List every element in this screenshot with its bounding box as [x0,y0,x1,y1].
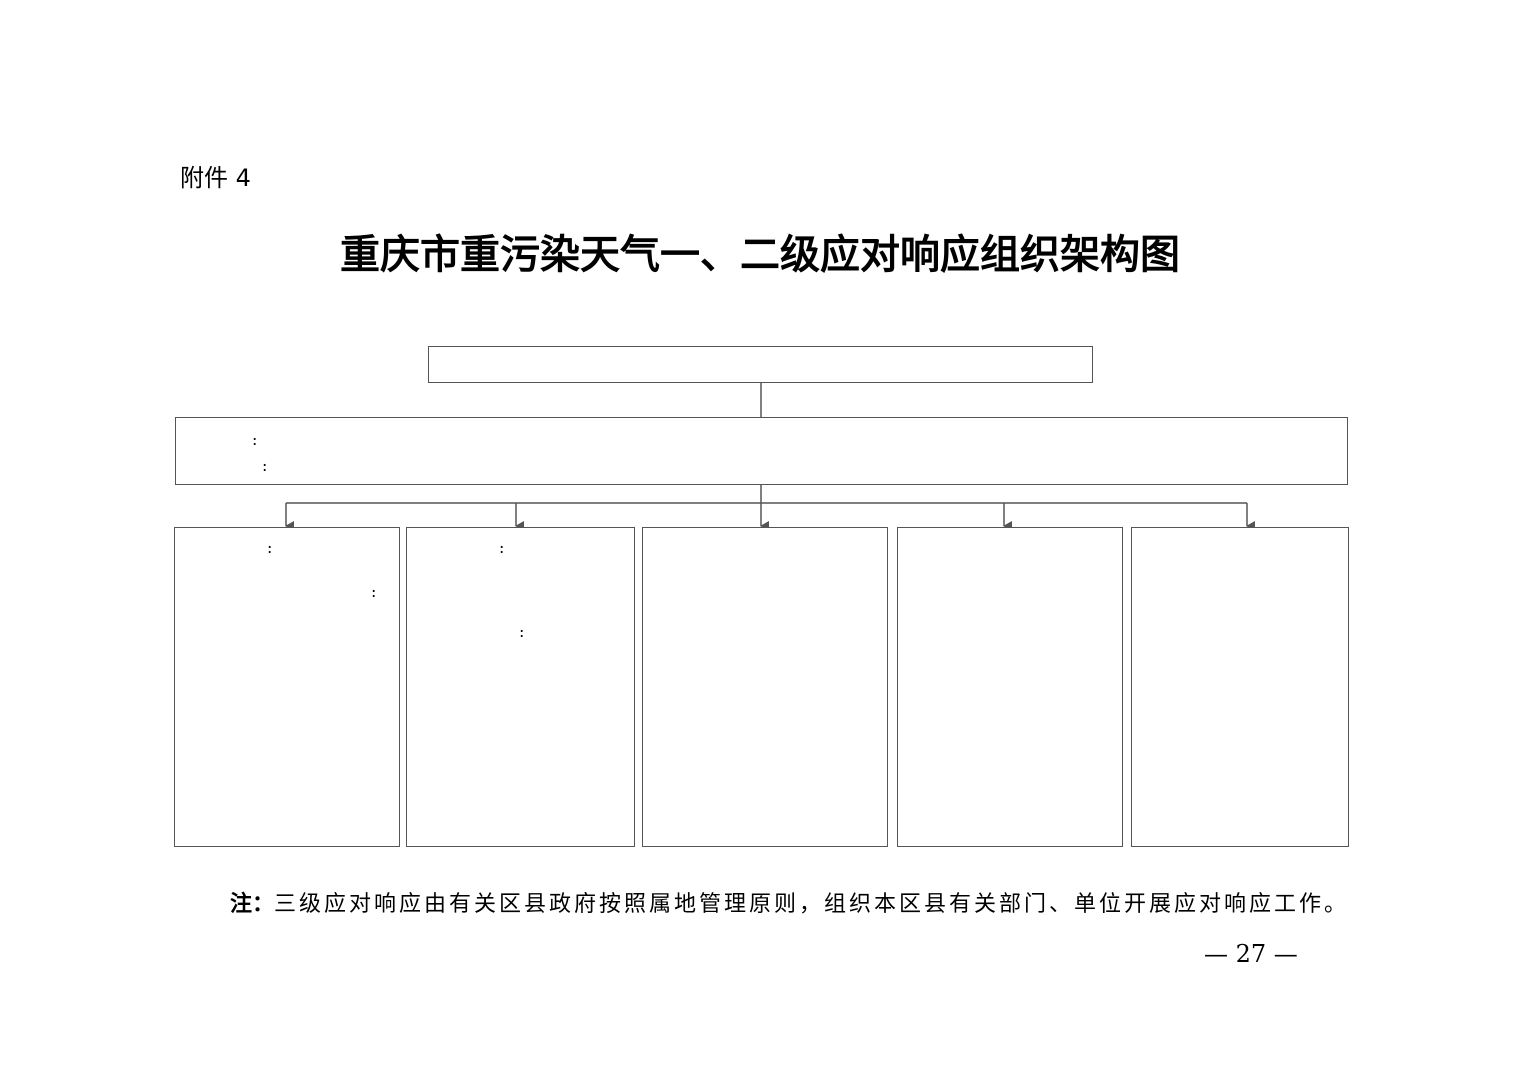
page-number: — 27 — [1204,940,1298,968]
attachment-label: 附件 4 [180,164,251,192]
org-box-column-5 [1131,527,1349,847]
footnote-text: 三级应对响应由有关区县政府按照属地管理原则，组织本区县有关部门、单位开展应对响应… [274,892,1350,917]
column-1-line-1: : [267,538,273,557]
column-2-line-1: : [499,538,505,557]
org-box-command: : : [175,417,1348,485]
org-box-column-2: : : [406,527,635,847]
org-box-column-3 [642,527,888,847]
footnote-label: 注： [230,891,275,917]
org-box-column-1: : : [174,527,400,847]
page-title: 重庆市重污染天气一、二级应对响应组织架构图 [340,231,1180,278]
column-2-line-2: : [519,622,525,641]
org-box-column-4 [897,527,1123,847]
footnote: 注：三级应对响应由有关区县政府按照属地管理原则，组织本区县有关部门、单位开展应对… [230,886,1349,918]
org-box-top [428,346,1093,383]
command-line-1: : [252,430,258,449]
command-line-2: : [262,456,268,475]
column-1-line-2: : [371,582,377,601]
